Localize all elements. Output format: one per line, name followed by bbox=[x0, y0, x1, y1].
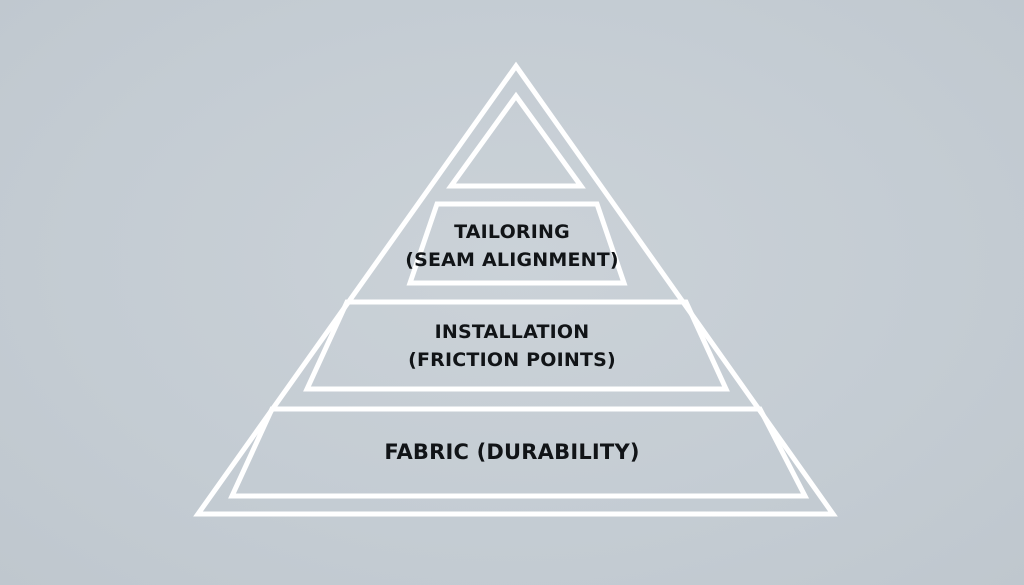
tier-installation-title: INSTALLATION bbox=[434, 321, 590, 343]
tier-tailoring-title: TAILORING bbox=[454, 221, 570, 243]
tier-apex-outline bbox=[446, 91, 586, 189]
tier-fabric-title: FABRIC (DURABILITY) bbox=[384, 440, 640, 464]
tier-installation-label: INSTALLATION (FRICTION POINTS) bbox=[0, 318, 1024, 374]
tier-installation-subtitle: (FRICTION POINTS) bbox=[408, 349, 616, 371]
tier-tailoring-outline bbox=[406, 201, 628, 286]
tier-fabric-outline bbox=[228, 406, 810, 499]
tier-tailoring-subtitle: (SEAM ALIGNMENT) bbox=[405, 249, 619, 271]
tier-tailoring-label: TAILORING (SEAM ALIGNMENT) bbox=[0, 218, 1024, 274]
tier-installation-outline bbox=[303, 299, 730, 392]
tier-fabric-label: FABRIC (DURABILITY) bbox=[0, 437, 1024, 467]
pyramid-outer-outline bbox=[193, 61, 838, 517]
